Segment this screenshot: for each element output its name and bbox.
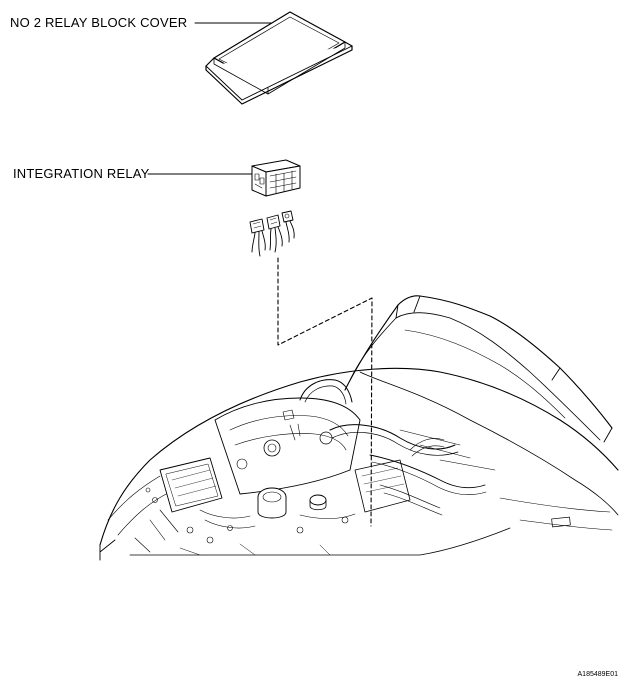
figure-id: A185489E01 xyxy=(577,671,618,678)
relay-connectors-icon xyxy=(249,210,295,257)
integration-relay-icon xyxy=(251,159,301,197)
relay-block-cover-icon xyxy=(205,11,353,105)
engine-compartment-icon xyxy=(99,295,619,561)
integration-relay-label: INTEGRATION RELAY xyxy=(13,166,150,181)
routing-line xyxy=(277,257,373,527)
relay-block-cover-label: NO 2 RELAY BLOCK COVER xyxy=(10,15,188,30)
leader-lines xyxy=(147,22,281,175)
